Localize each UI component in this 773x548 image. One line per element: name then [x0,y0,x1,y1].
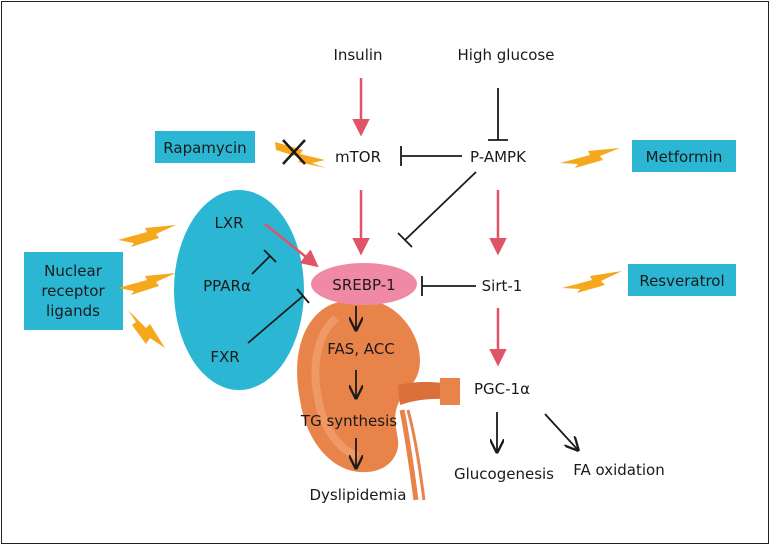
node-tg-synthesis: TG synthesis [300,412,397,430]
inhibit-glucose-pampk [488,88,508,141]
node-high-glucose: High glucose [458,46,555,64]
node-fas-acc: FAS, ACC [327,340,395,358]
inhibit-pampk-srebp [397,171,477,248]
nuclear-receptor-oval [174,190,304,390]
kidney-icon [297,299,460,501]
inhibit-sirt1-srebp [421,276,476,296]
cross-mark-icon [282,139,306,165]
inhibit-ppara-lxr [251,249,277,275]
lightning-bolt-icon [118,273,176,295]
drug-nuclear-line3: ligands [46,302,100,320]
lightning-bolt-icon [562,271,622,293]
metformin-box [632,140,736,172]
lightning-bolt-icon [118,225,176,247]
drug-nuclear-line2: receptor [41,282,105,300]
drug-nuclear-line1: Nuclear [44,262,103,280]
inhibit-fxr-srebp [247,288,310,344]
resveratrol-box [628,264,736,296]
node-srebp1: SREBP-1 [332,276,395,294]
lightning-bolt-icon [560,148,620,168]
node-dyslipidemia: Dyslipidemia [310,486,407,504]
drug-resveratrol: Resveratrol [639,272,724,290]
node-glucogenesis: Glucogenesis [454,465,554,483]
inhibit-pampk-mtor [400,146,462,166]
drug-rapamycin: Rapamycin [163,139,246,157]
node-fa-oxidation: FA oxidation [573,461,665,479]
drug-metformin: Metformin [646,148,723,166]
srebp1-oval [311,263,417,305]
node-mtor: mTOR [335,148,381,166]
lightning-bolt-icon [128,310,165,348]
node-pgc1a: PGC-1α [474,380,530,398]
arrow-pgc1a-faoxidation [544,413,578,450]
rapamycin-box [155,131,255,163]
nuclear-receptor-box [24,252,123,330]
node-ppara: PPARα [203,277,251,295]
node-insulin: Insulin [333,46,382,64]
lightning-bolt-icon [275,142,326,168]
node-sirt1: Sirt-1 [482,277,523,295]
node-lxr: LXR [214,214,243,232]
arrow-lxr-srebp [264,223,319,268]
node-fxr: FXR [210,348,239,366]
node-p-ampk: P-AMPK [470,148,527,166]
